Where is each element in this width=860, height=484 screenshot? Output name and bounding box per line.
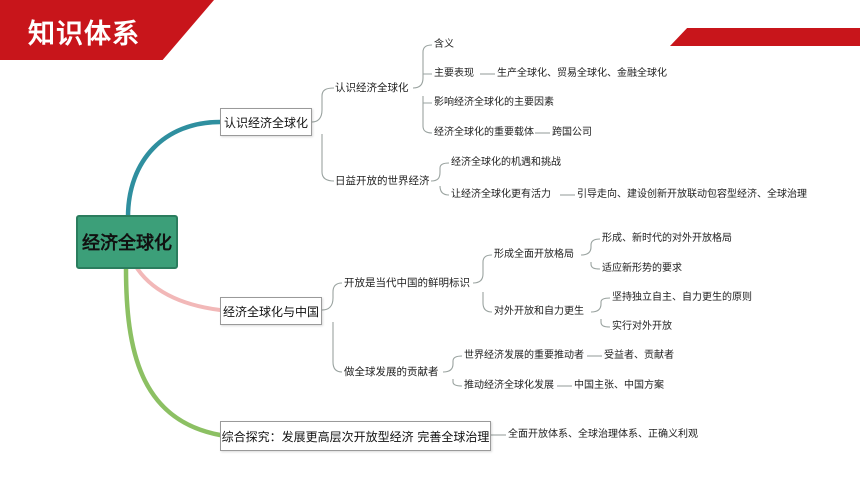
- detail-main-manifestations: 生产全球化、贸易全球化、金融全球化: [497, 68, 667, 79]
- connector-b2a2-items: [590, 297, 611, 328]
- item-new-era-pattern: 形成、新时代的对外开放格局: [602, 233, 732, 244]
- connector-b2a1-items: [580, 238, 601, 270]
- connector-b2a-l3: [472, 254, 493, 313]
- connector-root-branch1: [125, 119, 223, 220]
- connector-root-branch3: [123, 265, 223, 438]
- connector-b1-l2: [311, 87, 335, 182]
- item-adapt-new-situation: 适应新形势的要求: [602, 263, 682, 274]
- node-meaning: 含义: [434, 39, 454, 50]
- header-accent-bar: [670, 28, 860, 46]
- detail-comprehensive-inquiry: 全面开放体系、全球治理体系、正确义利观: [508, 429, 698, 440]
- node-comprehensive-opening: 形成全面开放格局: [494, 249, 574, 260]
- node-opening-self-reliance: 对外开放和自力更生: [494, 306, 584, 317]
- node-promote-globalization: 推动经济全球化发展: [464, 380, 554, 391]
- connector-root-branch2: [133, 263, 222, 312]
- node-understanding-globalization: 认识经济全球化: [335, 82, 409, 94]
- connector-b2-l2: [321, 282, 343, 373]
- page-title: 知识体系: [28, 19, 140, 50]
- node-open-world-economy: 日益开放的世界经济: [335, 175, 430, 187]
- connector-b2b-l3: [442, 355, 463, 387]
- detail-promote-globalization: 中国主张、中国方案: [574, 380, 664, 391]
- root-node: 经济全球化: [76, 215, 178, 269]
- node-important-carrier: 经济全球化的重要载体: [434, 127, 534, 138]
- node-opportunities-challenges: 经济全球化的机遇和挑战: [451, 157, 561, 168]
- node-important-promoter: 世界经济发展的重要推动者: [464, 350, 584, 361]
- detail-more-vitality: 引导走向、建设创新开放联动包容型经济、全球治理: [577, 189, 807, 200]
- item-independence-principle: 坚持独立自主、自力更生的原则: [612, 292, 752, 303]
- connector-b1a-leaves: [412, 44, 433, 134]
- detail-important-promoter: 受益者、贡献者: [604, 350, 674, 361]
- node-influencing-factors: 影响经济全球化的主要因素: [434, 97, 554, 108]
- node-main-manifestations: 主要表现: [434, 68, 474, 79]
- connector-b1b-leaves: [430, 162, 450, 196]
- detail-important-carrier: 跨国公司: [552, 127, 592, 138]
- node-openness-hallmark: 开放是当代中国的鲜明标识: [344, 277, 470, 289]
- node-more-vitality: 让经济全球化更有活力: [451, 189, 551, 200]
- item-implement-opening: 实行对外开放: [612, 321, 672, 332]
- branch-node-understanding: 认识经济全球化: [220, 108, 312, 136]
- branch-node-comprehensive-inquiry: 综合探究：发展更高层次开放型经济 完善全球治理: [220, 421, 491, 451]
- branch-node-china: 经济全球化与中国: [220, 297, 322, 325]
- node-global-contributor: 做全球发展的贡献者: [344, 366, 439, 378]
